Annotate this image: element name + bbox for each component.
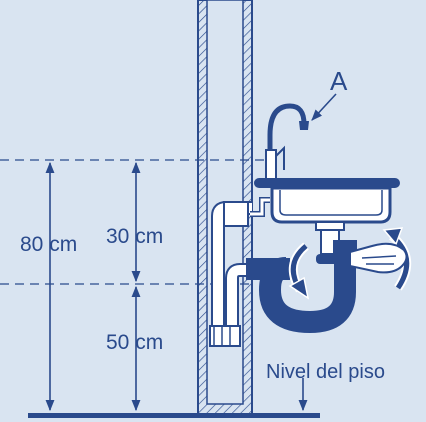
supply-pipe bbox=[211, 197, 270, 330]
label-80cm: 80 cm bbox=[20, 233, 77, 256]
reference-lines bbox=[0, 159, 270, 285]
trap-icon bbox=[246, 240, 357, 334]
callout-a-label: A bbox=[330, 66, 348, 96]
hand-icon bbox=[316, 242, 408, 274]
supply-pipe-lower bbox=[209, 263, 248, 347]
floor-line bbox=[28, 413, 320, 418]
sink-icon bbox=[254, 178, 400, 255]
dimension-arrows bbox=[45, 161, 308, 412]
callout-a: A bbox=[311, 66, 348, 121]
faucet-icon bbox=[265, 103, 309, 181]
label-floor-level: Nivel del piso bbox=[266, 361, 385, 383]
label-30cm: 30 cm bbox=[106, 225, 163, 248]
label-50cm: 50 cm bbox=[106, 331, 163, 354]
